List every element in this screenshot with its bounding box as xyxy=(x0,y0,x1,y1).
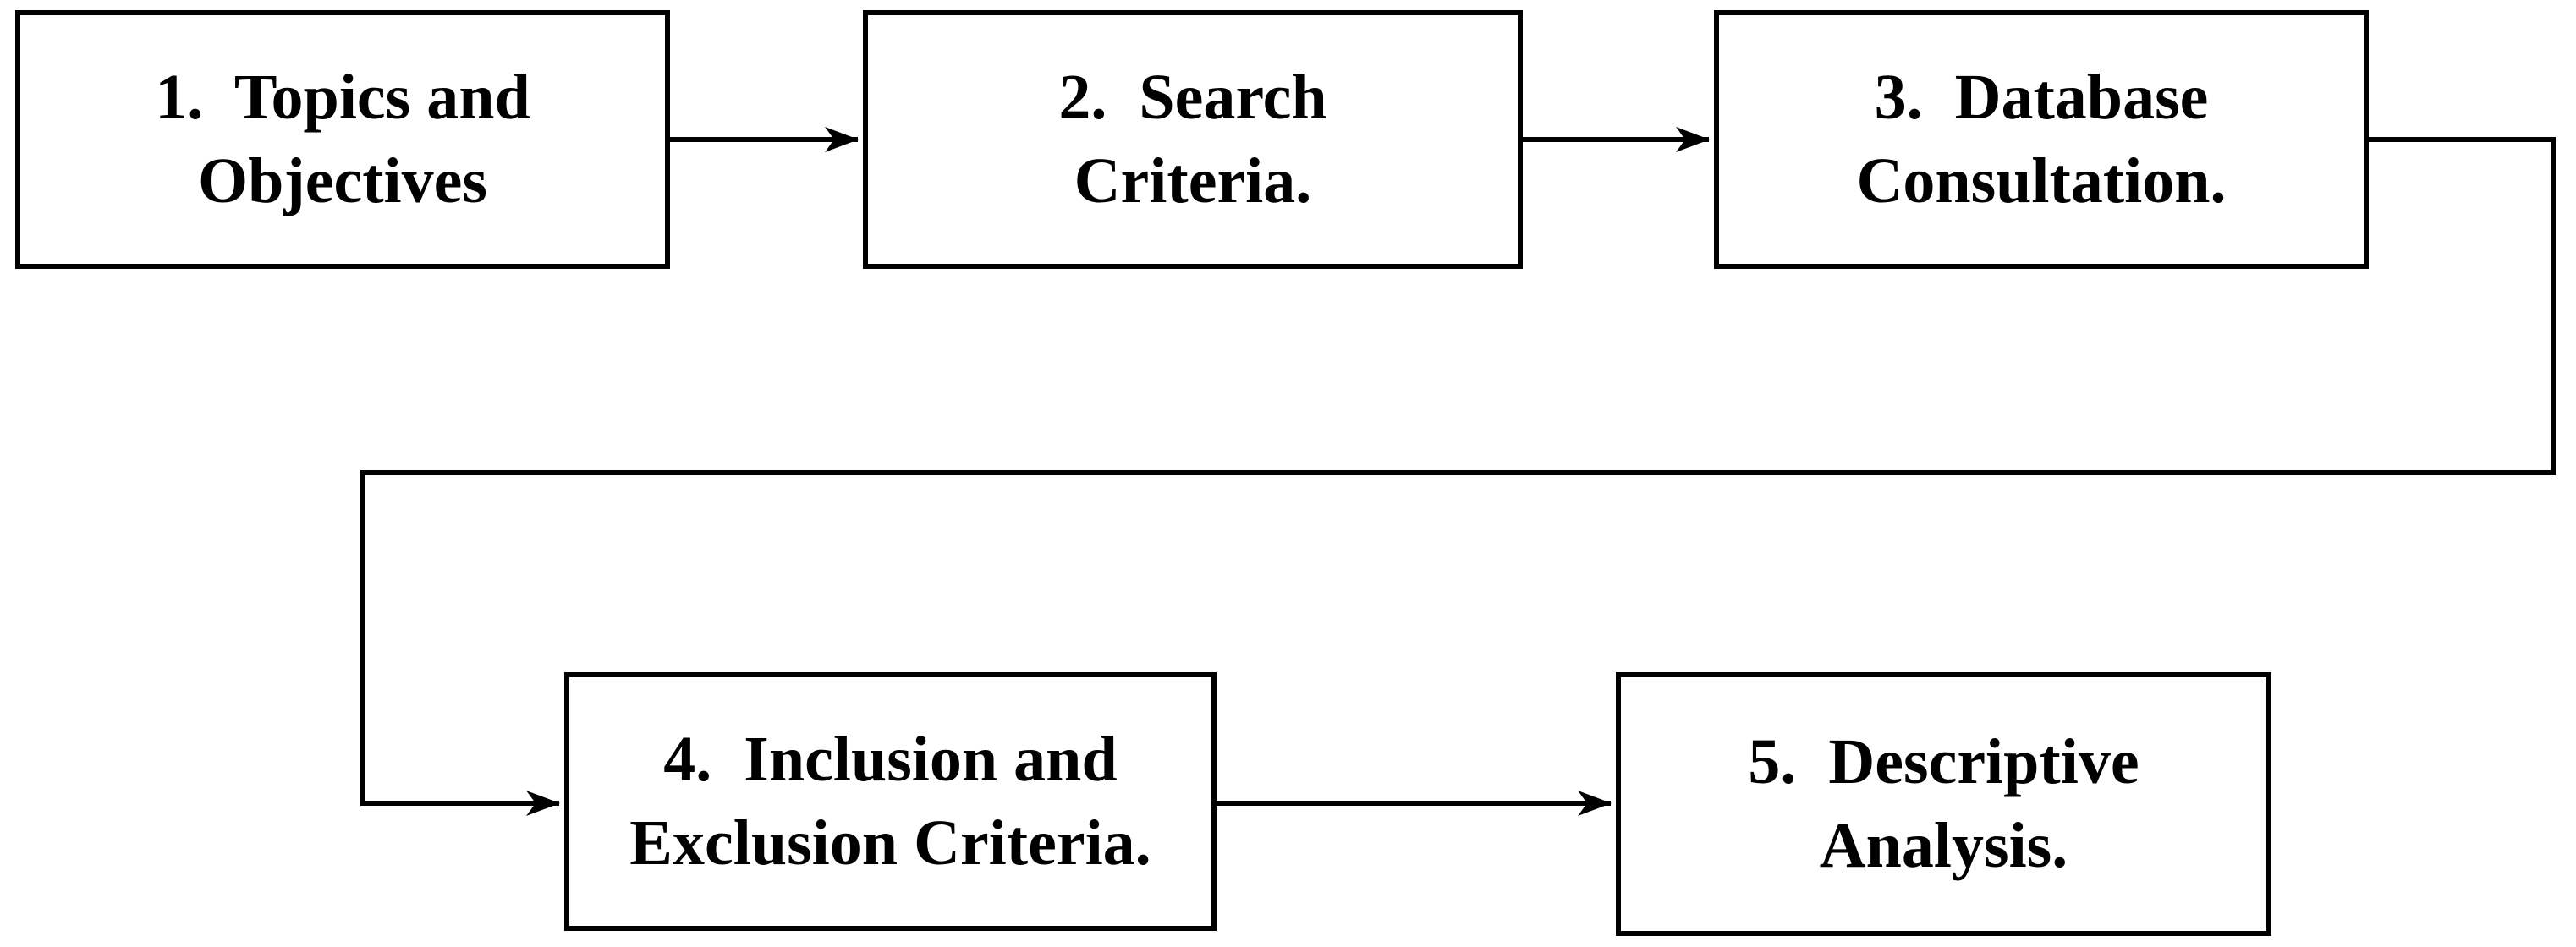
node-database-consultation-label: 3. Database Consultation. xyxy=(1856,62,2227,216)
node-descriptive-analysis-label: 5. Descriptive Analysis. xyxy=(1748,726,2139,881)
node-inclusion-exclusion-criteria: 4. Inclusion and Exclusion Criteria. xyxy=(564,672,1217,931)
node-topics-and-objectives: 1. Topics and Objectives xyxy=(15,10,670,269)
edge-database-to-inclusion xyxy=(360,137,2556,816)
node-descriptive-analysis: 5. Descriptive Analysis. xyxy=(1616,672,2271,936)
node-search-criteria-label: 2. Search Criteria. xyxy=(1058,62,1327,216)
node-search-criteria: 2. Search Criteria. xyxy=(863,10,1523,269)
node-inclusion-exclusion-criteria-label: 4. Inclusion and Exclusion Criteria. xyxy=(629,724,1151,879)
node-topics-and-objectives-label: 1. Topics and Objectives xyxy=(155,62,530,216)
node-database-consultation: 3. Database Consultation. xyxy=(1714,10,2369,269)
